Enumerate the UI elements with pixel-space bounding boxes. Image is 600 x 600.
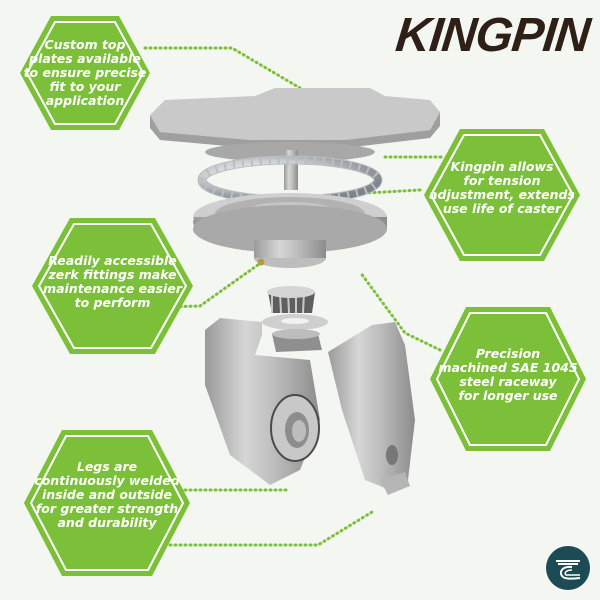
- tapered-roller-bearing: [267, 286, 315, 314]
- callout-raceway: Precision machined SAE 1045 steel racewa…: [428, 305, 588, 453]
- castle-nut: [272, 329, 322, 352]
- hexagon-shape: [24, 430, 190, 576]
- callout-text: Legs are continuously welded inside and …: [34, 459, 180, 530]
- hexagon-shape: [20, 16, 150, 130]
- caster-brand-logo-icon: [546, 546, 590, 590]
- hexagon-shape: [32, 218, 193, 354]
- raceway: [193, 193, 387, 268]
- washer: [262, 314, 328, 330]
- zerk-fitting: [257, 258, 265, 266]
- callout-text: Kingpin allows for tension adjustment, e…: [429, 159, 575, 216]
- leg-right: [328, 322, 415, 495]
- hexagon-shape: [424, 129, 580, 261]
- leg-left: [205, 318, 320, 485]
- callout-custom-top-plates: Custom top plates available to ensure pr…: [18, 14, 152, 132]
- callout-text: Precision machined SAE 1045 steel racewa…: [438, 346, 578, 403]
- callout-welded-legs: Legs are continuously welded inside and …: [22, 428, 192, 578]
- callout-tension-adjustment: Kingpin allows for tension adjustment, e…: [422, 127, 582, 263]
- callout-text: Custom top plates available to ensure pr…: [23, 37, 147, 108]
- hexagon-shape: [430, 307, 586, 451]
- callout-text: Readily accessible zerk fittings make ma…: [43, 253, 182, 310]
- callout-zerk-fittings: Readily accessible zerk fittings make ma…: [30, 216, 195, 356]
- top-plate: [150, 88, 440, 190]
